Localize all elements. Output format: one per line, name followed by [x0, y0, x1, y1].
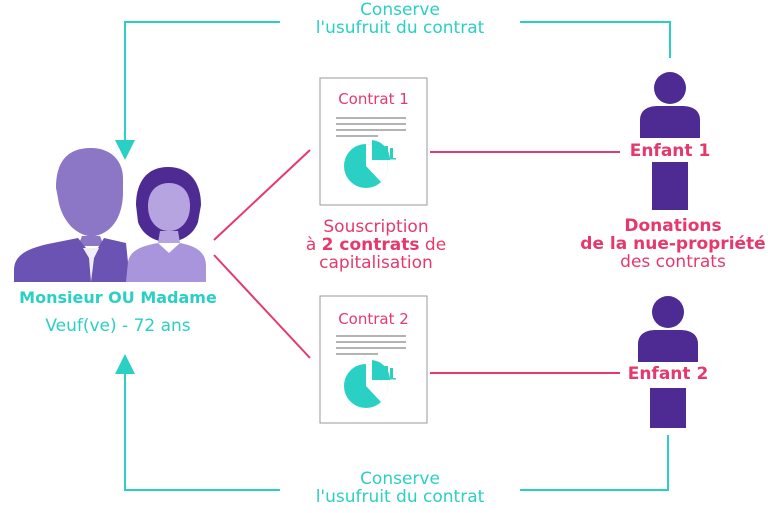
donations-line3: des contrats: [620, 251, 726, 272]
couple-subtitle: Veuf(ve) - 72 ans: [45, 316, 191, 336]
enfant-1-person-icon: [640, 72, 700, 210]
top-usufruct-line2: l'usufruit du contrat: [315, 17, 485, 38]
bottom-usufruct-arrow: [125, 364, 669, 491]
couple-icon: [14, 148, 206, 282]
subscription-line2: à 2 contrats de: [288, 234, 464, 255]
subscription-line3: capitalisation: [319, 252, 433, 273]
contract-1-title: Contrat 1: [338, 90, 409, 108]
enfant-2-person-icon: [638, 296, 698, 428]
bottom-usufruct-line1: Conserve: [360, 469, 440, 489]
top-usufruct-line1: Conserve: [360, 0, 440, 20]
donations-line2: de la nue-propriété: [580, 233, 766, 254]
donations-line1: Donations: [624, 216, 722, 236]
connector-couple-contract2: [213, 254, 311, 359]
subscription-line1: Souscription: [323, 217, 429, 237]
enfant-1-label: Enfant 1: [629, 141, 711, 161]
subscription-line2-prefix: à: [305, 234, 322, 255]
contract-1-document: [319, 77, 428, 206]
subscription-text: Souscription à 2 contrats de capitalisat…: [288, 217, 464, 273]
bottom-usufruct-line2: l'usufruit du contrat: [315, 486, 485, 507]
connector-couple-contract1: [213, 149, 311, 241]
couple-name: Monsieur OU Madame: [19, 288, 217, 307]
top-usufruct-arrow: [125, 21, 671, 150]
subscription-line2-suffix: de: [419, 234, 447, 255]
donations-text: Donations de la nue-propriété des contra…: [578, 216, 768, 272]
subscription-line2-bold: 2 contrats: [321, 234, 420, 255]
top-usufruct-label: Conserve l'usufruit du contrat: [280, 0, 520, 38]
contract-2-title: Contrat 2: [338, 310, 409, 328]
contract-2-document: [319, 295, 428, 424]
enfant-2-label: Enfant 2: [627, 364, 709, 384]
bottom-usufruct-label: Conserve l'usufruit du contrat: [280, 469, 520, 507]
